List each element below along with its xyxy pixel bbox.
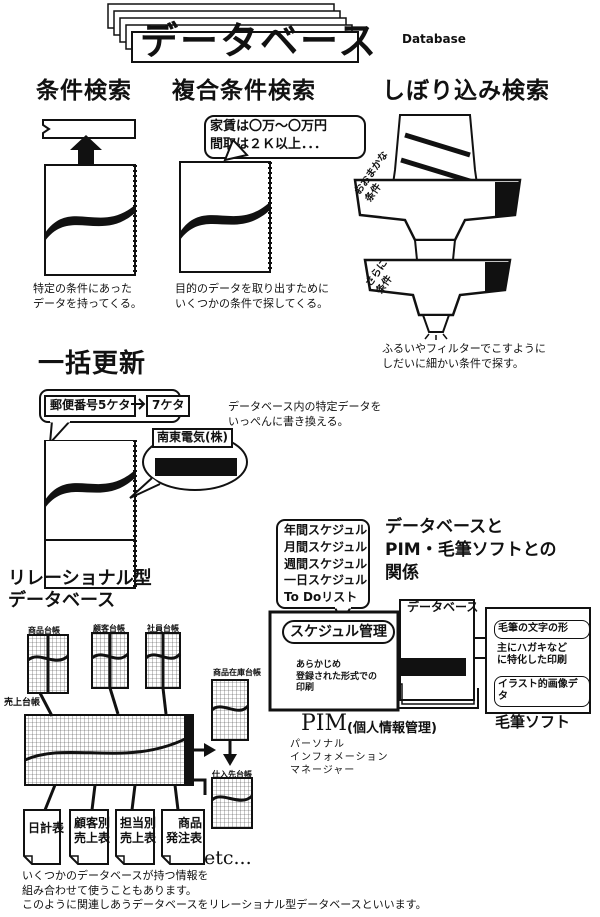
compound-search-diagram [179, 140, 272, 273]
schedule-manage: スケジュル管理 [282, 620, 396, 645]
report-customer-sales: 顧客別 売上表 [74, 816, 111, 845]
bulk-update-diagram [44, 440, 248, 589]
ledger-label-employee: 社員台帳 [147, 624, 179, 633]
heading-relational: リレーショナル型 データベース [8, 568, 152, 611]
title-sub: Database [402, 32, 466, 46]
etc-label: etc... [204, 847, 252, 869]
ledger-label-product: 商品台帳 [28, 626, 60, 635]
caption-filter-search: ふるいやフィルターでこすように しだいに細かい条件で探す。 [382, 342, 546, 370]
report-daily: 日計表 [28, 821, 65, 835]
pim-reading: パーソナル インフォメーション マネージャー [290, 739, 389, 776]
database-label: データベース [407, 600, 479, 614]
brush-items: 毛筆の文字の形 主にハガキなど に特化した印刷 イラスト的画像デタ [494, 620, 590, 707]
schedule-item: 一日スケジュル [284, 573, 368, 588]
schedule-list: 年間スケジュル 月間スケジュル 週間スケジュル 一日スケジュル To Doリスト [284, 522, 367, 606]
postal-new: 7ケタ [146, 395, 191, 417]
report-order: 商品 発注表 [166, 816, 203, 845]
schedule-item: 年間スケジュル [284, 523, 368, 537]
brush-item: 主にハガキなど [497, 642, 567, 654]
report-staff-sales: 担当別 売上表 [120, 816, 157, 845]
brush-label: 毛筆ソフト [495, 713, 571, 731]
pim-name: (個人情報管理) [347, 721, 437, 736]
brush-item: に特化した印刷 [497, 655, 567, 666]
postal-old: 郵便番号5ケタ [44, 395, 137, 417]
schedule-item: To Doリスト [284, 590, 358, 605]
ledger-label-stock: 商品在庫台帳 [213, 668, 261, 677]
ledger-label-customer: 顧客台帳 [93, 624, 125, 633]
brush-item: 毛筆の文字の形 [494, 620, 590, 639]
funnel-diagram [353, 114, 522, 340]
pim-label: PIM [301, 711, 348, 736]
condition-search-diagram [42, 119, 137, 276]
postal-arrow-icon [131, 398, 146, 410]
caption-bulk-update: データベース内の特定データを いっぺんに書き換える。 [228, 400, 382, 428]
caption-relational: いくつかのデータベースが持つ情報を 組み合わせて使うこともあります。 このように… [22, 869, 427, 912]
brush-item: イラスト的画像デタ [494, 675, 590, 707]
ledger-label-sales: 売上台帳 [4, 698, 41, 708]
company-name: 南東電気(株) [152, 428, 233, 448]
heading-bulk-update: 一括更新 [38, 349, 147, 379]
heading-pim-relation: データベースと PIM・毛筆ソフトとの 関係 [385, 517, 557, 583]
title-banner [107, 3, 359, 63]
relational-diagram [24, 632, 254, 829]
title-main: データベース [140, 19, 379, 63]
caption-compound-search: 目的のデータを取り出すために いくつかの条件で探してくる。 [175, 282, 329, 310]
schedule-item: 週間スケジュル [284, 556, 368, 571]
heading-condition-search: 条件検索 [36, 78, 132, 104]
schedule-item: 月間スケジュル [284, 539, 368, 554]
heading-compound-search: 複合条件検索 [172, 78, 316, 104]
report-sheets [23, 809, 205, 865]
heading-filter-search: しぼり込み検索 [382, 78, 550, 104]
ledger-label-supplier: 仕入先台帳 [212, 770, 252, 779]
caption-condition-search: 特定の条件にあった データを持ってくる。 [33, 282, 142, 310]
print-note: あらかじめ 登録された形式での 印刷 [296, 660, 378, 694]
